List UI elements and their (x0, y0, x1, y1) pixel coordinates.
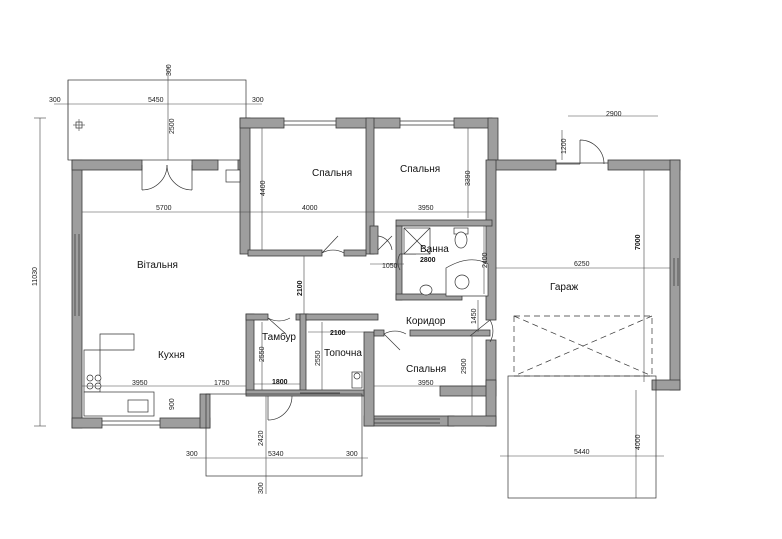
dim-terrace-bottom-right: 300 (346, 451, 358, 458)
dim-bedroom-bottom-width: 3950 (418, 380, 434, 387)
room-label-bedroom-bottom: Спальня (406, 364, 446, 375)
dim-total-height: 11030 (32, 267, 39, 286)
dim-terrace-top-right-offset: 300 (252, 97, 264, 104)
room-label-bedroom-top-right: Спальня (400, 164, 440, 175)
dimension-lines (82, 115, 670, 416)
dim-boiler-height: 2550 (315, 350, 322, 366)
dim-hall-height: 2100 (297, 280, 304, 296)
dim-terrace-bottom-left: 300 (186, 451, 198, 458)
dim-bath-height: 2400 (482, 252, 489, 268)
dim-bath-width: 2800 (420, 257, 436, 264)
dim-terrace-top-width: 5450 (148, 97, 164, 104)
exterior-walls (71, 117, 681, 429)
dim-vestibule-width: 1800 (272, 379, 288, 386)
room-label-bedroom-top-left: Спальня (312, 168, 352, 179)
terrace-bottom (190, 393, 368, 494)
dim-bedroom-right-height: 3390 (465, 170, 472, 186)
dim-apron-depth: 4000 (635, 434, 642, 450)
dim-kitchen-width: 3950 (132, 380, 148, 387)
dim-bedroom-left-height: 4400 (260, 180, 267, 196)
dim-kitchen-extra: 1750 (214, 380, 230, 387)
dim-terrace-top-left-offset: 300 (49, 97, 61, 104)
garage-apron (500, 315, 664, 499)
dim-garage-door-width: 2900 (606, 111, 622, 118)
dim-vestibule-height: 2550 (259, 346, 266, 362)
dim-terrace-top-depth: 300 (166, 64, 173, 76)
dim-terrace-top-height: 2500 (169, 118, 176, 134)
post-marker (73, 119, 85, 131)
room-label-kitchen: Кухня (158, 350, 185, 361)
room-label-corridor: Коридор (406, 316, 446, 327)
dim-garage-width: 6250 (574, 261, 590, 268)
dim-garage-depth: 7000 (635, 234, 642, 250)
openings (74, 120, 679, 426)
dim-corridor-gap: 1450 (471, 308, 478, 324)
dim-living-width: 5700 (156, 205, 172, 212)
dim-apron-width: 5440 (574, 449, 590, 456)
dim-bath-offset: 1050 (382, 263, 398, 270)
dim-bedroom-right-width: 3950 (418, 205, 434, 212)
room-label-garage: Гараж (550, 282, 579, 293)
fixtures (83, 169, 489, 417)
dim-terrace-bottom-width: 5340 (268, 451, 284, 458)
dim-bedroom-left-width: 4000 (302, 205, 318, 212)
dim-terrace-bottom-height: 2420 (258, 430, 265, 446)
dim-terrace-bottom-depth: 300 (258, 482, 265, 494)
room-label-bathroom: Ванна (420, 244, 449, 255)
dim-boiler-width: 2100 (330, 330, 346, 337)
terrace-top (54, 66, 262, 161)
room-label-living: Вітальня (137, 260, 178, 271)
room-label-vestibule: Тамбур (262, 331, 296, 343)
dim-garage-door-depth: 1200 (561, 138, 568, 154)
dim-bedroom-bottom-height: 2900 (461, 358, 468, 374)
dim-kitchen-side: 900 (169, 398, 176, 410)
room-label-boiler: Топочна (324, 348, 362, 359)
